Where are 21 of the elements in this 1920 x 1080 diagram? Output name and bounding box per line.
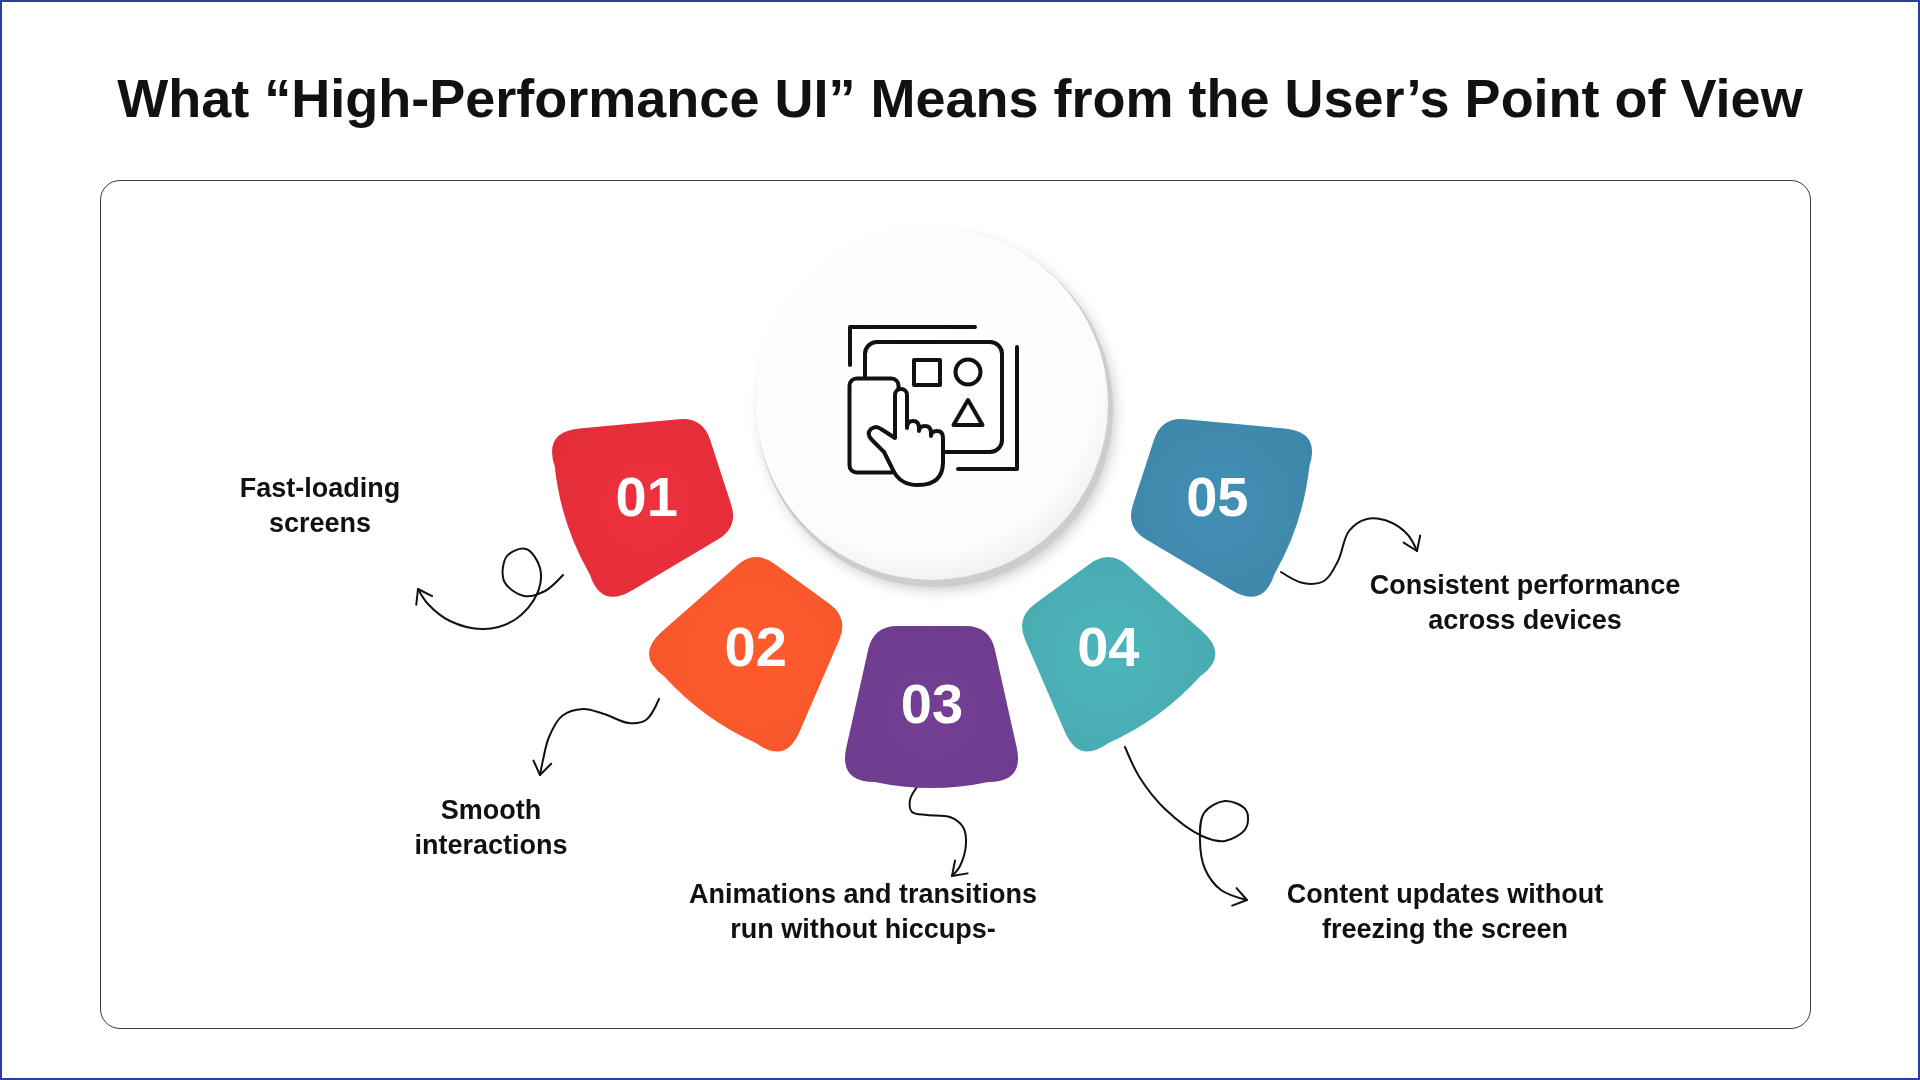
- petal-shape: [1021, 556, 1216, 752]
- step-number: 02: [724, 616, 787, 677]
- step-label: Content updates without freezing the screen: [1286, 877, 1604, 947]
- step-label: Animations and transitions run without hiccups-: [688, 877, 1038, 947]
- step-label: Fast-loading screens: [239, 471, 401, 541]
- step-label: Smooth interactions: [413, 793, 569, 863]
- petal-shape: [552, 419, 734, 598]
- step-number: 03: [900, 674, 964, 734]
- petal-shape: [845, 626, 1019, 788]
- diagram-title: What “High-Performance UI” Means from the User’s Point of View: [117, 67, 1803, 130]
- petal-shape: [1130, 419, 1312, 598]
- curved-arrow: [1280, 517, 1422, 585]
- step-number: 04: [1077, 616, 1140, 677]
- step-number: 01: [615, 466, 678, 527]
- curved-arrow: [908, 786, 969, 877]
- curved-arrow: [1124, 746, 1250, 907]
- curved-arrow: [415, 547, 564, 630]
- step-number: 05: [1186, 466, 1249, 527]
- step-label: Consistent performance across devices: [1369, 568, 1681, 638]
- curved-arrow: [532, 698, 660, 776]
- petal-shape: [648, 556, 842, 752]
